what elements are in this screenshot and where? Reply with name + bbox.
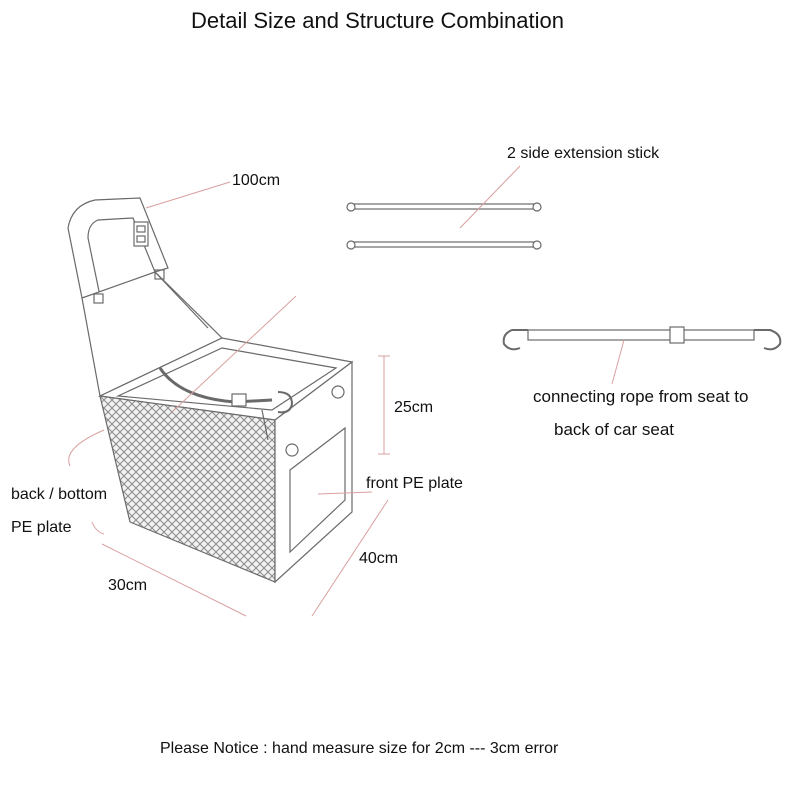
label-back-bottom-line2: PE plate (11, 519, 72, 536)
extension-stick-2 (346, 240, 542, 250)
extension-stick-1 (346, 202, 542, 212)
label-depth: 40cm (359, 550, 399, 567)
label-connecting-rope-line2: back of car seat (554, 420, 675, 439)
label-width: 30cm (108, 577, 148, 594)
page-title: Detail Size and Structure Combination (191, 8, 564, 33)
notice-text: Please Notice : hand measure size for 2c… (160, 740, 559, 757)
leader-lines (68, 165, 625, 617)
front-plate-panel (274, 360, 353, 584)
extension-sticks (346, 202, 542, 250)
quilted-side-panel (99, 395, 276, 583)
label-extension-stick: 2 side extension stick (507, 145, 660, 162)
label-front-plate: front PE plate (366, 475, 463, 492)
car-seat-drawing (67, 197, 354, 584)
rope-hook-right-icon (754, 329, 782, 351)
label-strap-length: 100cm (232, 172, 281, 189)
connecting-rope (502, 326, 782, 351)
label-back-bottom-line1: back / bottom (11, 486, 108, 503)
label-connecting-rope-line1: connecting rope from seat to (533, 387, 749, 406)
rope-hook-left-icon (502, 329, 528, 351)
label-height: 25cm (394, 399, 434, 416)
